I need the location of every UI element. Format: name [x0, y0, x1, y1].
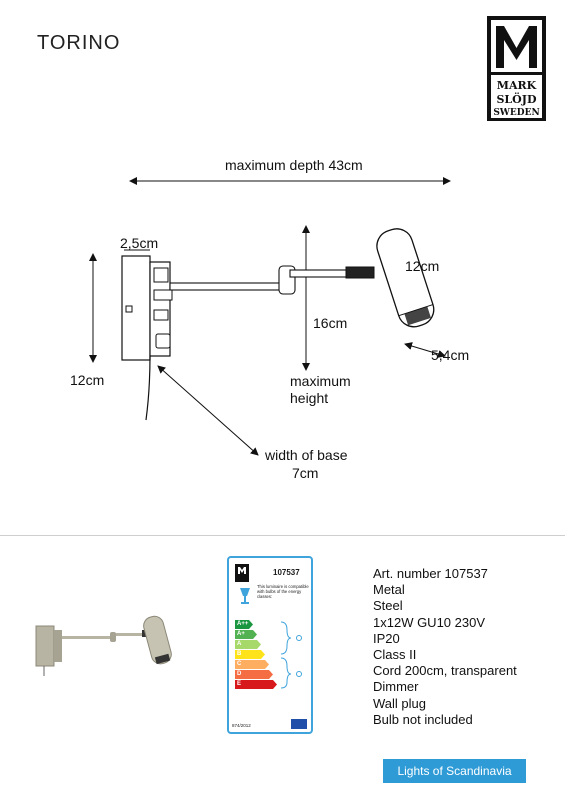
energy-class-bar: A++: [235, 620, 253, 629]
bulb-icon: [240, 588, 250, 604]
spec-item: Cord 200cm, transparent: [373, 663, 517, 679]
logo-line-mark: MARK: [497, 79, 537, 92]
shade-diameter-line: [404, 342, 446, 358]
spec-item: Bulb not included: [373, 711, 473, 727]
base-width-dimension-line: [157, 365, 259, 456]
energy-class-bar: A: [235, 640, 261, 649]
shade-diameter-label: 5,4cm: [431, 347, 470, 363]
energy-class-bar: D: [235, 670, 273, 679]
shade-length-label: 12cm: [405, 258, 440, 274]
footer-bar: [383, 759, 526, 783]
lamp-shade-drawing: [376, 228, 435, 328]
lamp-base-drawing: [121, 255, 173, 421]
section-divider: [0, 535, 565, 536]
energy-regulation: 874/2012: [232, 723, 251, 728]
energy-class-bar: B: [235, 650, 265, 659]
spec-list: Art. number 107537 Metal Steel 1x12W GU1…: [373, 566, 517, 728]
energy-class-bar: C: [235, 660, 269, 669]
base-width-value: 7cm: [292, 465, 319, 481]
logo-line-sweden: SWEDEN: [493, 108, 539, 118]
logo-line-slojd: SLÖJD: [496, 92, 536, 106]
max-height-value: 16cm: [313, 315, 348, 331]
footer-tagline: Lights of Scandinavia: [397, 764, 512, 778]
spec-item: 1x12W GU10 230V: [373, 614, 486, 630]
technical-drawing: [89, 177, 451, 456]
energy-compat-text: This luminaire is compatible with bulbs …: [257, 584, 309, 599]
product-title: TORINO: [37, 32, 121, 54]
max-height-label-line1: maximum: [290, 373, 351, 389]
product-photo: [35, 615, 172, 676]
energy-label-article: 107537: [273, 568, 300, 577]
max-depth-label: maximum depth 43cm: [225, 157, 363, 173]
spec-item: IP20: [373, 630, 400, 646]
spec-item: Steel: [373, 598, 403, 614]
spec-item: Class II: [373, 647, 417, 663]
base-width-label: width of base: [265, 447, 348, 463]
base-thickness-label: 2,5cm: [120, 235, 159, 251]
energy-label: 107537 This luminaire is compatible with…: [227, 556, 313, 734]
max-height-label-line2: height: [290, 390, 329, 406]
energy-class-bar: A+: [235, 630, 257, 639]
energy-label-logo: [235, 564, 249, 582]
base-height-label: 12cm: [70, 372, 105, 388]
spec-item: Art. number 107537: [373, 566, 488, 581]
energy-range-brackets: [280, 621, 302, 689]
eu-flag-icon: [291, 719, 307, 729]
energy-class-bar: E: [235, 680, 277, 689]
spec-item: Dimmer: [373, 679, 419, 695]
lamp-arm-drawing: [169, 265, 375, 295]
spec-item: Metal: [373, 582, 405, 598]
brand-logo: MARK SLÖJD SWEDEN: [487, 16, 546, 121]
spec-item: Wall plug: [373, 695, 426, 711]
